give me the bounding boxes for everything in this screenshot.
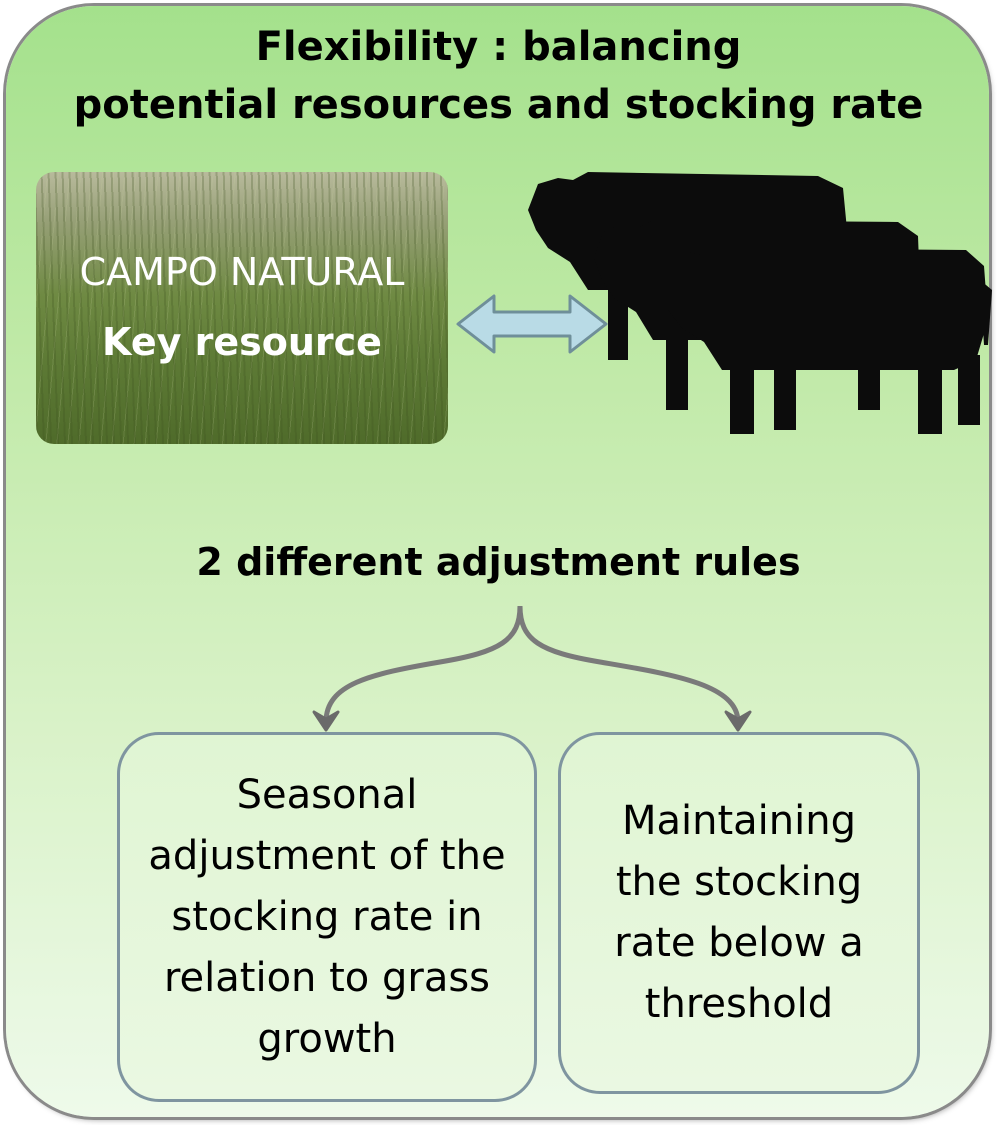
rules-heading: 2 different adjustment rules — [196, 540, 801, 584]
branch-connector — [312, 605, 752, 732]
title-line-2: potential resources and stocking rate — [73, 82, 924, 128]
rule-box-seasonal: Seasonal adjustment of the stocking rate… — [117, 732, 537, 1102]
cattle-herd-icon — [528, 172, 992, 434]
double-headed-arrow-icon — [456, 294, 608, 354]
pasture-image: CAMPO NATURAL — [36, 172, 448, 444]
cow-icon — [660, 248, 992, 434]
rule-box-threshold: Maintaining the stocking rate below a th… — [558, 732, 920, 1094]
pasture-name: CAMPO NATURAL — [79, 250, 405, 294]
diagram-title: Flexibility : balancing potential resour… — [0, 18, 997, 134]
title-line-1: Flexibility : balancing — [255, 24, 742, 70]
rule-text: Seasonal adjustment of the stocking rate… — [148, 771, 506, 1062]
rule-text: Maintaining the stocking rate below a th… — [614, 798, 864, 1027]
pasture-role: Key resource — [102, 320, 382, 364]
